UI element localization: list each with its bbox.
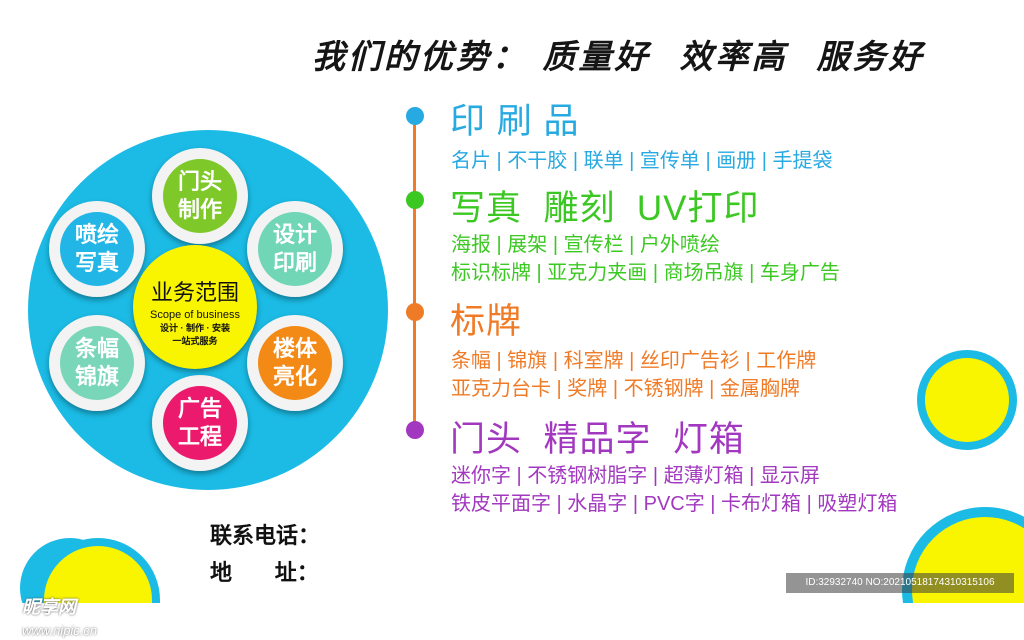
petal-label: 楼体 亮化 (258, 326, 332, 400)
service-items-photo-1: 海报 | 展架 | 宣传栏 | 户外喷绘 (451, 234, 720, 256)
petal-label: 设计 印刷 (258, 212, 332, 286)
petal-building-lighting: 楼体 亮化 (247, 315, 343, 411)
service-title-printing: 印 刷 品 (450, 102, 580, 141)
timeline-dot-printing (406, 107, 424, 125)
watermark-site: www.nipic.cn (22, 623, 98, 638)
service-items-photo-2: 标识标牌 | 亚克力夹画 | 商场吊旗 | 车身广告 (451, 262, 840, 284)
timeline-dot-photo (406, 191, 424, 209)
petal-design-printing: 设计 印刷 (247, 201, 343, 297)
deco-circle-bottom-left-yellow (36, 538, 160, 603)
petal-inkjet-photo: 喷绘 写真 (49, 201, 145, 297)
petal-label: 条幅 锦旗 (60, 326, 134, 400)
scope-center-title: 业务范围 (150, 280, 239, 305)
watermark-brand-text: 昵享网 (22, 597, 77, 617)
service-items-storefront-2: 铁皮平面字 | 水晶字 | PVC字 | 卡布灯箱 | 吸塑灯箱 (451, 493, 898, 515)
petal-label: 门头 制作 (163, 159, 237, 233)
watermark-brand: 昵享网 www.nipic.cn (12, 572, 97, 640)
service-title-signage: 标牌 (450, 302, 523, 341)
contact-phone-label: 联系电话： (210, 523, 321, 548)
petal-banners-pennants: 条幅 锦旗 (49, 315, 145, 411)
petal-door-production: 门头 制作 (152, 148, 248, 244)
timeline-dot-storefront (406, 421, 424, 439)
scope-center-subtitle: Scope of business (150, 309, 240, 321)
petal-advertising-engineering: 广告 工程 (152, 375, 248, 471)
petal-label: 广告 工程 (163, 386, 237, 460)
slogan-heading: 我们的优势： 质量好 效率高 服务好 (312, 37, 925, 76)
service-title-photo: 写真 雕刻 UV打印 (450, 189, 760, 228)
scope-center-tagline-1: 设计 · 制作 · 安装 (160, 323, 230, 333)
service-items-signage-1: 条幅 | 锦旗 | 科室牌 | 丝印广告衫 | 工作牌 (451, 350, 817, 372)
service-items-printing: 名片 | 不干胶 | 联单 | 宣传单 | 画册 | 手提袋 (451, 150, 833, 172)
service-title-storefront: 门头 精品字 灯箱 (450, 420, 745, 459)
watermark-id: ID:32932740 NO:20210518174310315106 (786, 573, 1014, 593)
contact-address-label: 地 址： (210, 560, 319, 585)
scope-center-tagline-2: 一站式服务 (172, 336, 218, 346)
timeline-dot-signage (406, 303, 424, 321)
deco-circle-right-yellow (917, 350, 1017, 450)
timeline-line (413, 116, 416, 430)
service-items-signage-2: 亚克力台卡 | 奖牌 | 不锈钢牌 | 金属胸牌 (451, 378, 800, 400)
petal-label: 喷绘 写真 (60, 212, 134, 286)
service-items-storefront-1: 迷你字 | 不锈钢树脂字 | 超薄灯箱 | 显示屏 (451, 465, 820, 487)
scope-center: 业务范围 Scope of business 设计 · 制作 · 安装 一站式服… (133, 245, 257, 369)
